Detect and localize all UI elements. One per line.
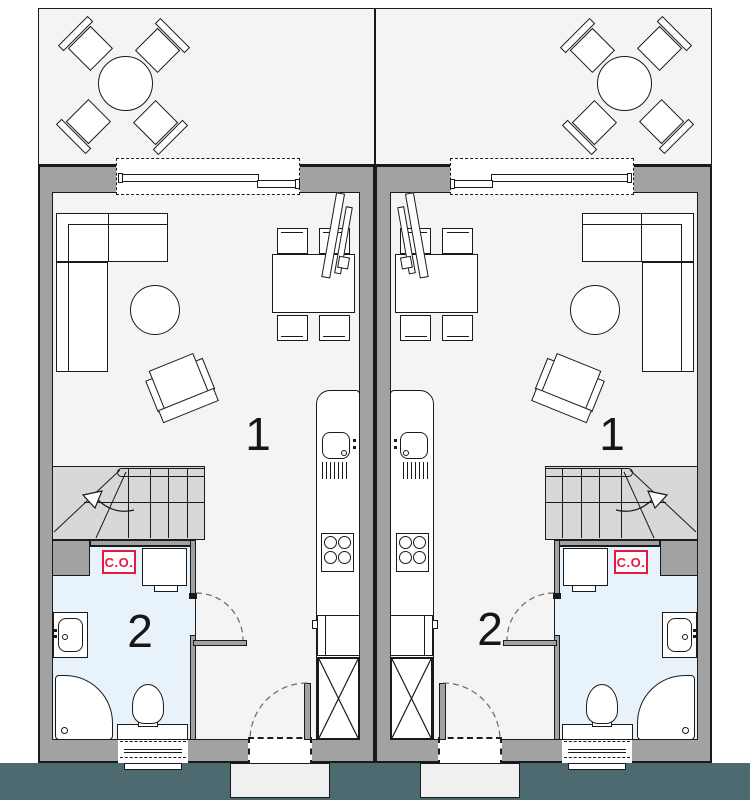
sofa-seat-horizontal	[56, 213, 168, 262]
stair-mid-line	[84, 502, 205, 503]
slider-jamb	[118, 173, 123, 183]
unit-left: C.O.	[38, 8, 375, 798]
bathroom-door-swing	[506, 592, 555, 641]
bathroom-door-swing	[195, 592, 244, 641]
stair-tread-line	[168, 468, 169, 538]
window-sill	[124, 763, 182, 770]
cabinet-handle	[312, 620, 318, 629]
entry-door-swing	[249, 682, 308, 741]
sofa-back-line	[68, 224, 168, 225]
chair-back-line	[323, 336, 345, 337]
stair-winder-line	[623, 471, 655, 539]
entry-door-swing	[442, 682, 501, 741]
burner	[338, 551, 351, 564]
washer-detail	[154, 585, 178, 592]
stair-tread-line	[150, 468, 151, 538]
plan-linework	[391, 469, 697, 741]
bathroom-side-wall-lower	[190, 635, 196, 740]
fridge-x-mark	[318, 658, 359, 739]
dining-chair	[277, 228, 308, 254]
tap-dot	[353, 439, 356, 442]
side-wall	[38, 165, 52, 763]
sofa-seat-vertical	[56, 262, 108, 372]
party-wall	[360, 165, 375, 763]
window-dash-line	[120, 741, 186, 742]
patio-table	[98, 56, 153, 111]
burner	[324, 551, 337, 564]
entry-stoop	[230, 763, 330, 798]
stair-winder-line	[95, 471, 127, 539]
coffee-table	[130, 285, 180, 335]
tap-dot	[54, 629, 57, 632]
entry-threshold	[248, 737, 312, 766]
stair-direction-arrow	[81, 490, 103, 510]
unit-right: C.O.	[375, 8, 712, 798]
stair-tread-line	[187, 468, 188, 538]
sofa-cushion-line	[108, 213, 109, 262]
dining-chair	[319, 315, 350, 341]
understair-wall	[52, 540, 90, 576]
tap-dot	[353, 446, 356, 449]
window-glazing	[124, 752, 182, 753]
burner	[324, 536, 337, 549]
bathroom-label-left: 2	[127, 605, 153, 657]
kitchen-cabinet	[317, 615, 360, 656]
heating-unit-label: C.O.	[102, 550, 136, 574]
basin-faucet	[62, 634, 68, 640]
dining-chair	[277, 315, 308, 341]
bathroom-label-right: 2	[477, 603, 503, 655]
stair-direction-arrow	[647, 490, 669, 510]
hall-wall-stub	[193, 640, 247, 646]
stair-direction-tail	[97, 499, 135, 512]
slider-jamb	[295, 179, 300, 189]
window-dash-line	[120, 757, 186, 758]
burner	[338, 536, 351, 549]
sink-drainer	[322, 462, 350, 479]
living-room-label-left: 1	[245, 408, 271, 460]
stair-winder-line	[629, 469, 697, 533]
stair-direction-tail	[615, 499, 653, 512]
toilet-bowl	[132, 684, 164, 724]
living-room-label-right: 1	[599, 408, 625, 460]
tap-dot	[54, 635, 57, 638]
chair-back-line	[281, 336, 303, 337]
chair-back-line	[281, 232, 303, 233]
door-jamb	[189, 593, 197, 599]
plan-linework	[53, 469, 359, 741]
cabinet-divider	[325, 616, 326, 655]
fridge-x-mark	[391, 658, 432, 739]
entry-door-leaf	[304, 683, 311, 740]
shower-drain	[61, 727, 68, 734]
sofa-back-line	[68, 224, 69, 372]
stair-tread-line	[128, 468, 129, 538]
stair-winder-line	[53, 469, 121, 533]
kitchen-faucet	[341, 450, 347, 456]
window-glazing	[124, 749, 182, 750]
